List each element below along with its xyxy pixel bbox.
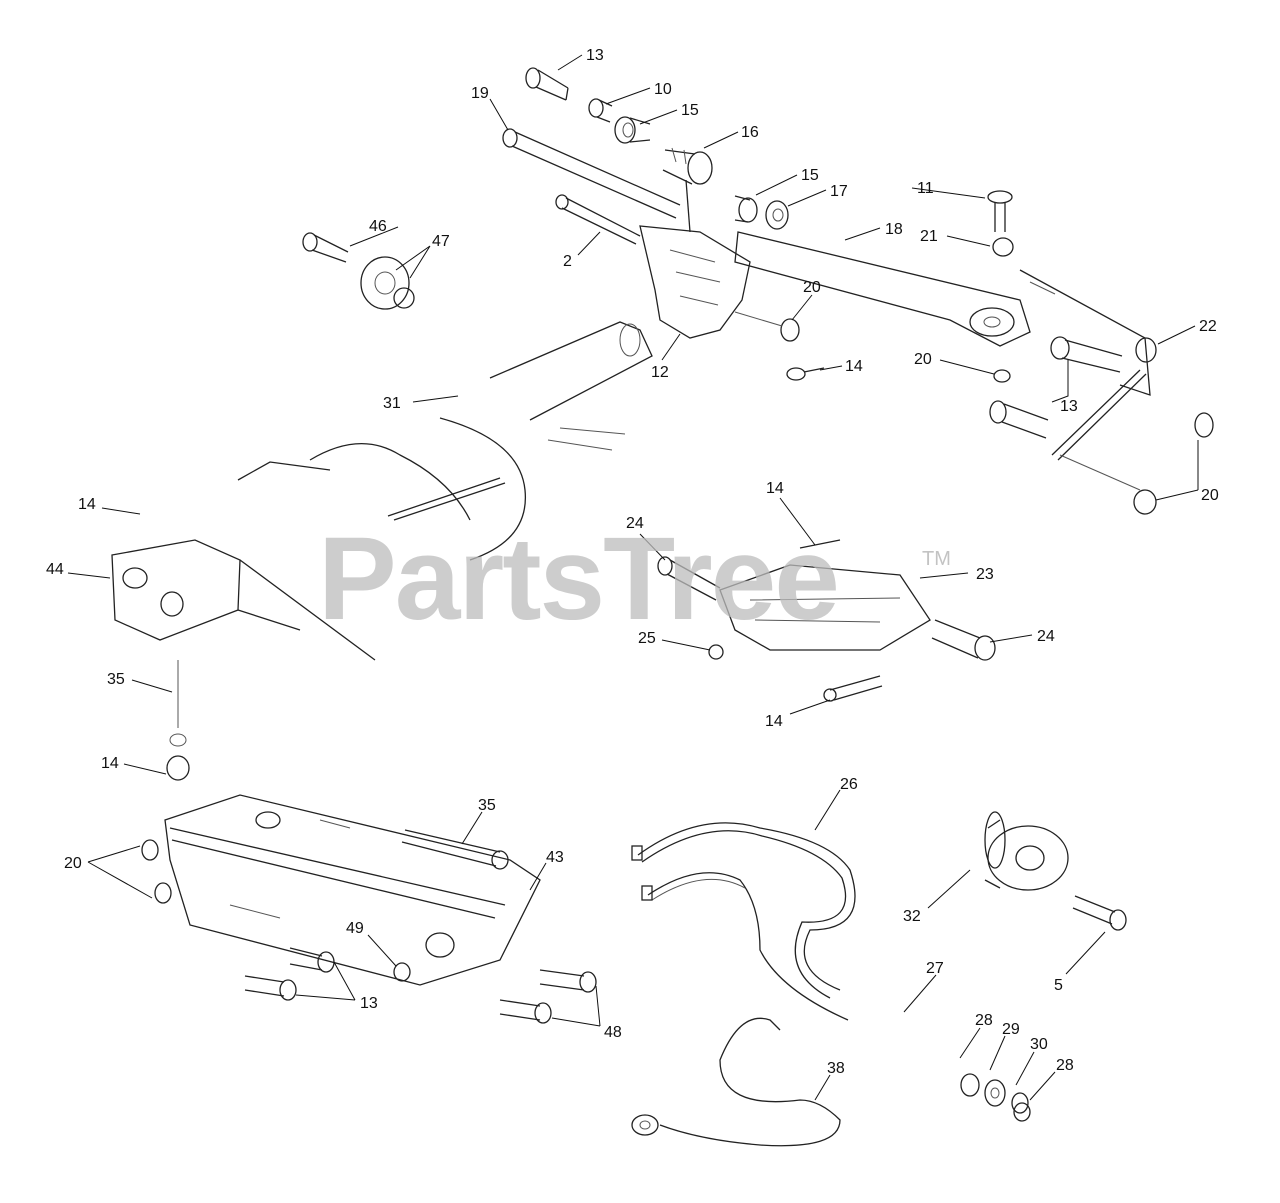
ground-wire-38[interactable] bbox=[631, 1017, 841, 1147]
housing-44[interactable] bbox=[111, 461, 376, 661]
callout-15-top[interactable]: 15 bbox=[681, 102, 699, 119]
callout-23[interactable]: 23 bbox=[976, 566, 994, 583]
pin-35-lower[interactable] bbox=[401, 829, 509, 870]
nut-25[interactable] bbox=[708, 644, 724, 660]
callout-14-mid[interactable]: 14 bbox=[766, 480, 784, 497]
partstree-watermark: PartsTree bbox=[318, 513, 840, 645]
callout-24-left[interactable]: 24 bbox=[626, 515, 644, 532]
callout-30[interactable]: 30 bbox=[1030, 1036, 1048, 1053]
frame-43[interactable] bbox=[164, 794, 541, 986]
callout-47[interactable]: 47 bbox=[432, 233, 450, 250]
bushing-15-top[interactable] bbox=[614, 116, 651, 144]
callout-labels: 13 10 15 19 16 15 17 11 46 47 18 21 2 20… bbox=[46, 47, 1219, 1077]
bolt-46[interactable] bbox=[302, 232, 349, 263]
washer-22[interactable] bbox=[1135, 337, 1157, 363]
callout-13-top[interactable]: 13 bbox=[586, 47, 604, 64]
cotter-14-upper[interactable] bbox=[786, 367, 825, 381]
trademark-symbol: TM bbox=[922, 548, 951, 570]
callout-13-lower[interactable]: 13 bbox=[360, 995, 378, 1012]
bolt-13-top[interactable] bbox=[525, 67, 569, 101]
washer-28-left[interactable] bbox=[960, 1073, 980, 1097]
callout-43[interactable]: 43 bbox=[546, 849, 564, 866]
washer-17[interactable] bbox=[765, 200, 789, 230]
callout-14-stack[interactable]: 14 bbox=[101, 755, 119, 772]
callout-28-left[interactable]: 28 bbox=[975, 1012, 993, 1029]
callout-31[interactable]: 31 bbox=[383, 395, 401, 412]
callout-44[interactable]: 44 bbox=[46, 561, 64, 578]
callout-20-left[interactable]: 20 bbox=[64, 855, 82, 872]
callout-25[interactable]: 25 bbox=[638, 630, 656, 647]
callout-16[interactable]: 16 bbox=[741, 124, 759, 141]
nut-20-upper[interactable] bbox=[734, 311, 800, 342]
bolts-48[interactable] bbox=[499, 969, 597, 1024]
callout-20-upper[interactable]: 20 bbox=[803, 279, 821, 296]
washer-49[interactable] bbox=[393, 962, 411, 982]
callout-20-right[interactable]: 20 bbox=[914, 351, 932, 368]
callout-17[interactable]: 17 bbox=[830, 183, 848, 200]
bushing-16[interactable] bbox=[662, 147, 713, 185]
part-drawings bbox=[111, 67, 1214, 1147]
pulley-32[interactable] bbox=[984, 811, 1069, 891]
nut-28-right[interactable] bbox=[1013, 1102, 1031, 1122]
washer-29[interactable] bbox=[984, 1079, 1006, 1107]
nut-20-right[interactable] bbox=[993, 369, 1011, 383]
callout-35-left[interactable]: 35 bbox=[107, 671, 125, 688]
callout-10[interactable]: 10 bbox=[654, 81, 672, 98]
bracket-12[interactable] bbox=[639, 179, 751, 339]
callout-38[interactable]: 38 bbox=[827, 1060, 845, 1077]
callout-28-right[interactable]: 28 bbox=[1056, 1057, 1074, 1074]
callout-14-lower[interactable]: 14 bbox=[765, 713, 783, 730]
wire-harness-26[interactable] bbox=[631, 822, 856, 1021]
callout-5[interactable]: 5 bbox=[1054, 977, 1063, 994]
stack-35[interactable] bbox=[166, 660, 190, 781]
callout-46[interactable]: 46 bbox=[369, 218, 387, 235]
callout-13-right[interactable]: 13 bbox=[1060, 398, 1078, 415]
bolts-13-lower[interactable] bbox=[244, 947, 335, 1001]
callout-12[interactable]: 12 bbox=[651, 364, 669, 381]
nut-20-far-right[interactable] bbox=[1133, 412, 1214, 515]
callout-2[interactable]: 2 bbox=[563, 253, 572, 270]
pin-2[interactable] bbox=[555, 194, 641, 245]
callout-32[interactable]: 32 bbox=[903, 908, 921, 925]
spacer-10[interactable] bbox=[588, 98, 613, 123]
callout-14-left[interactable]: 14 bbox=[78, 496, 96, 513]
nuts-20-left[interactable] bbox=[141, 839, 172, 904]
callout-21[interactable]: 21 bbox=[920, 228, 938, 245]
arm-18[interactable] bbox=[734, 231, 1151, 396]
callout-26[interactable]: 26 bbox=[840, 776, 858, 793]
callout-20-far-right[interactable]: 20 bbox=[1201, 487, 1219, 504]
callout-14-upper[interactable]: 14 bbox=[845, 358, 863, 375]
callout-19[interactable]: 19 bbox=[471, 85, 489, 102]
callout-35-lower[interactable]: 35 bbox=[478, 797, 496, 814]
callout-24-right[interactable]: 24 bbox=[1037, 628, 1055, 645]
callout-15-mid[interactable]: 15 bbox=[801, 167, 819, 184]
bolt-24-right[interactable] bbox=[931, 619, 996, 661]
callout-29[interactable]: 29 bbox=[1002, 1021, 1020, 1038]
bolt-5[interactable] bbox=[1072, 895, 1127, 931]
assembly-23[interactable] bbox=[719, 539, 931, 651]
hub-47[interactable] bbox=[360, 256, 415, 310]
bushing-15-mid[interactable] bbox=[734, 195, 758, 223]
rod-assembly[interactable] bbox=[1051, 369, 1147, 491]
callout-11[interactable]: 11 bbox=[917, 180, 934, 197]
bolt-11[interactable] bbox=[987, 190, 1013, 232]
leader-lines bbox=[67, 54, 1199, 1101]
washer-30[interactable] bbox=[1011, 1092, 1029, 1114]
callout-22[interactable]: 22 bbox=[1199, 318, 1217, 335]
cotter-14-lower[interactable] bbox=[823, 675, 883, 702]
bolt-13-right[interactable] bbox=[989, 336, 1123, 439]
washer-21[interactable] bbox=[992, 237, 1014, 257]
callout-49[interactable]: 49 bbox=[346, 920, 364, 937]
cylinder-31[interactable] bbox=[309, 321, 653, 561]
bolt-19[interactable] bbox=[502, 128, 681, 219]
callout-48[interactable]: 48 bbox=[604, 1024, 622, 1041]
bolt-24-left[interactable] bbox=[657, 556, 721, 601]
callout-18[interactable]: 18 bbox=[885, 221, 903, 238]
callout-27[interactable]: 27 bbox=[926, 960, 944, 977]
